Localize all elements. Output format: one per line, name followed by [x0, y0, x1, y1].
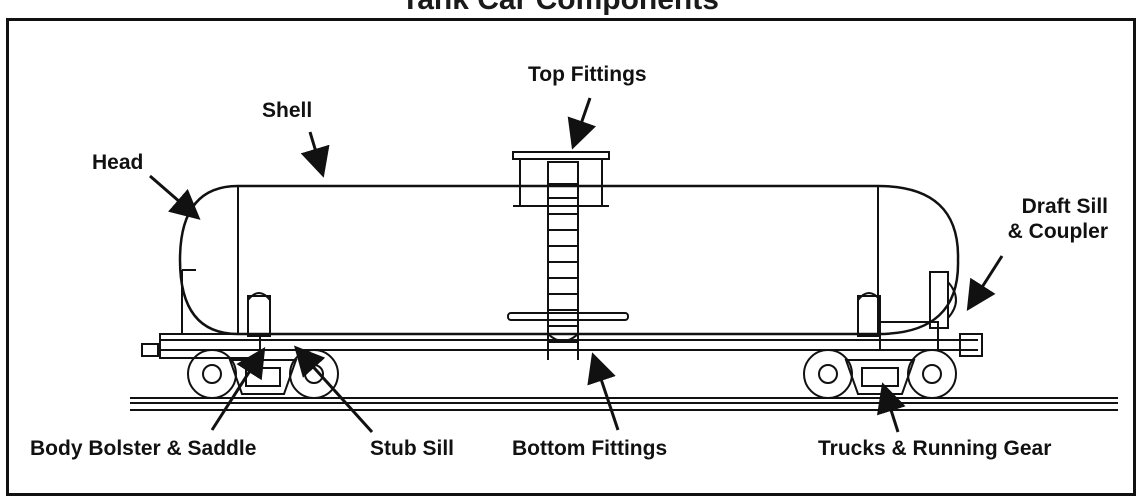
coupler-right — [959, 333, 983, 357]
arrow-head — [149, 174, 201, 220]
top-platform — [512, 151, 610, 160]
wheel-right-2 — [907, 349, 957, 399]
coupler-head — [947, 281, 957, 319]
truck-frame-left — [228, 359, 298, 395]
label-bottom-fittings: Bottom Fittings — [512, 437, 668, 460]
bolster-right — [857, 295, 881, 337]
label-head: Head — [92, 151, 144, 174]
hub-right-2 — [922, 364, 942, 384]
ladder-rungs — [548, 197, 578, 343]
top-dome — [547, 161, 579, 185]
label-stub-sill: Stub Sill — [370, 437, 454, 460]
arrow-bottom-fittings — [587, 352, 620, 431]
label-shell: Shell — [262, 99, 313, 122]
hub-left-1 — [202, 364, 222, 384]
springs-right — [861, 367, 899, 387]
diagram-title: Tank Car Components — [230, 0, 890, 17]
label-draft-sill-line2: & Coupler — [1007, 220, 1108, 243]
wheel-left-2 — [289, 349, 339, 399]
draft-sill-right — [879, 321, 939, 351]
saddle-left — [247, 292, 271, 301]
label-top-fittings: Top Fittings — [528, 63, 647, 86]
label-draft-sill-line1: Draft Sill — [1021, 195, 1108, 218]
label-trucks: Trucks & Running Gear — [818, 437, 1052, 460]
bolster-left — [247, 295, 271, 337]
label-draft-sill: Draft Sill & Coupler — [960, 194, 1108, 244]
coupler-left — [141, 343, 159, 357]
label-body-bolster: Body Bolster & Saddle — [30, 437, 257, 460]
coupler-knuckle — [929, 271, 949, 329]
stub-sill-left — [159, 333, 261, 359]
arrow-trucks — [876, 382, 906, 433]
arrow-shell — [300, 131, 330, 178]
arrow-body-bolster — [210, 346, 266, 431]
hub-right-1 — [818, 364, 838, 384]
arrow-top-fittings — [567, 97, 597, 150]
diagram-frame — [6, 18, 1136, 496]
saddle-right — [857, 292, 881, 301]
tank-shell — [178, 184, 960, 336]
arrow-stub-sill — [293, 345, 374, 434]
truck-frame-right — [844, 359, 916, 395]
arrow-draft-sill — [966, 255, 1004, 312]
side-walkway — [507, 312, 629, 321]
wheel-right-1 — [803, 349, 853, 399]
